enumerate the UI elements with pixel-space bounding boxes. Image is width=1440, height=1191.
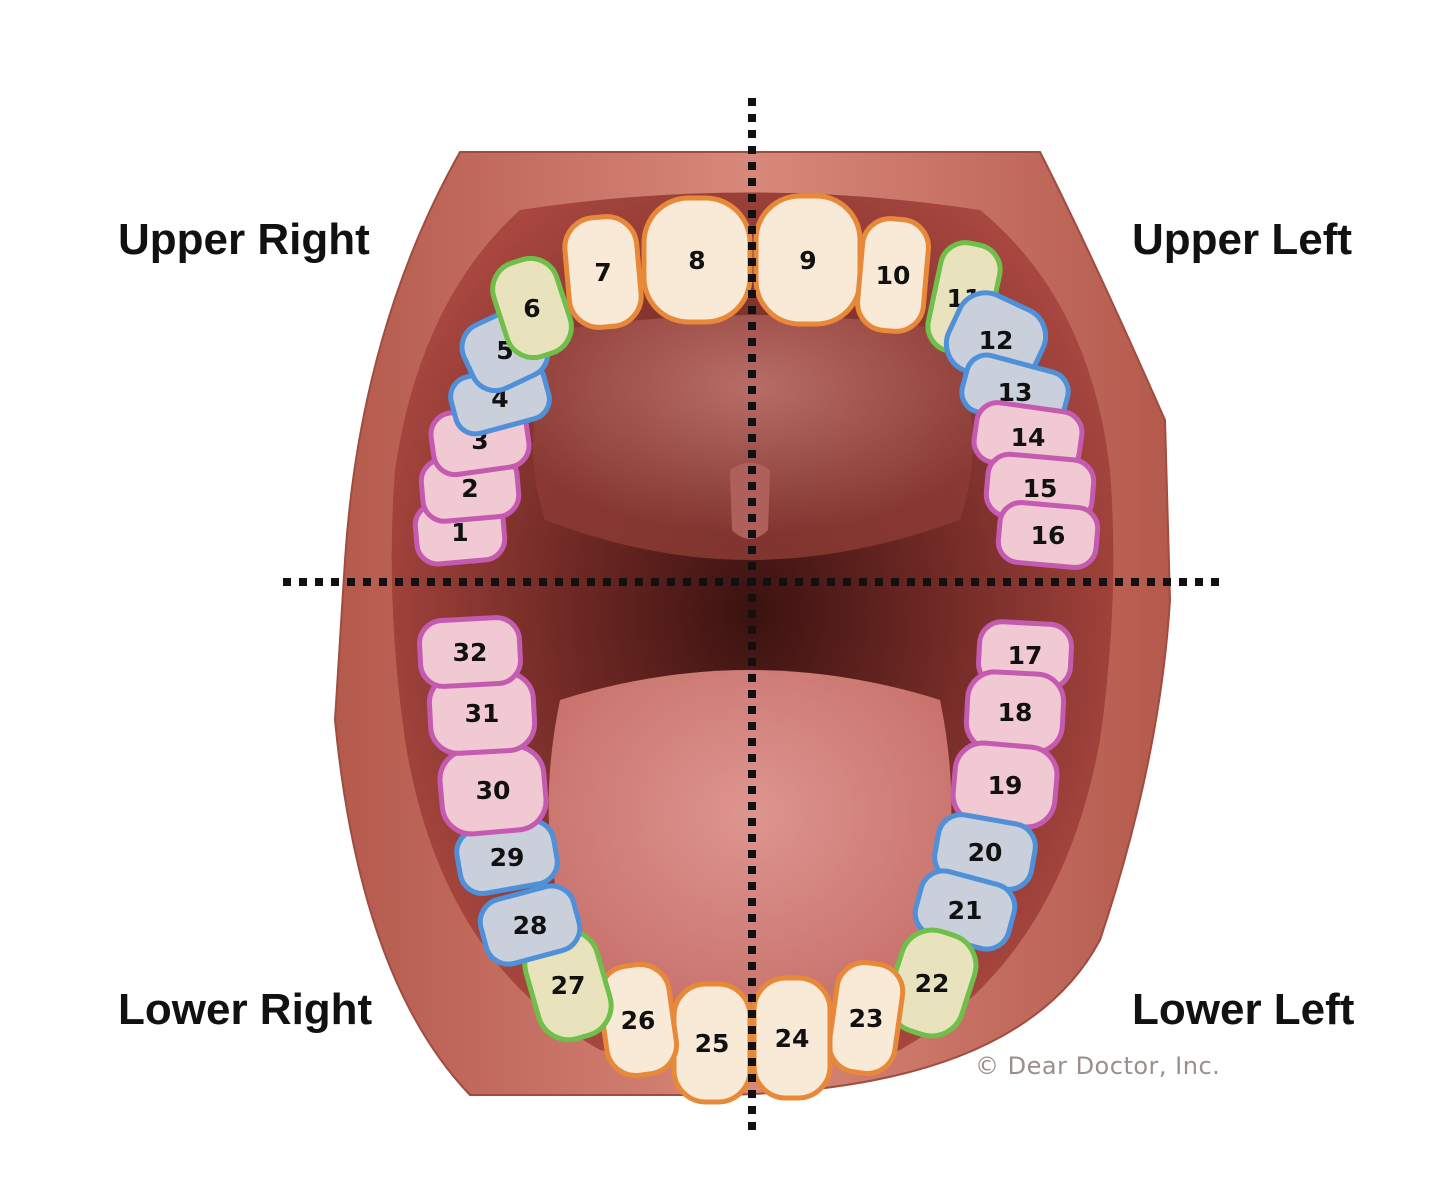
tooth-25-number: 25 <box>695 1029 730 1058</box>
tooth-23-number: 23 <box>849 1004 884 1033</box>
tooth-24: 24 <box>751 975 833 1101</box>
tooth-10-number: 10 <box>876 261 911 290</box>
tooth-20: 20 <box>932 812 1038 892</box>
tooth-7-number: 7 <box>594 258 611 287</box>
tooth-27-number: 27 <box>551 971 586 1000</box>
tooth-17-number: 17 <box>1008 641 1043 670</box>
tooth-18-number: 18 <box>998 698 1033 727</box>
tooth-20-number: 20 <box>968 838 1003 867</box>
tooth-28-number: 28 <box>513 911 548 940</box>
tooth-29-number: 29 <box>490 843 525 872</box>
quadrant-label-upper-right: Upper Right <box>118 215 370 264</box>
tooth-24-number: 24 <box>775 1024 810 1053</box>
tooth-6-shape <box>490 255 574 361</box>
tooth-16-number: 16 <box>1031 521 1066 550</box>
tooth-6-number: 6 <box>523 294 540 323</box>
tooth-16: 16 <box>995 500 1101 570</box>
tooth-1-number: 1 <box>451 518 468 547</box>
tooth-25: 25 <box>671 981 753 1105</box>
tooth-15-number: 15 <box>1023 474 1058 503</box>
tooth-8-number: 8 <box>688 246 705 275</box>
tooth-2-number: 2 <box>461 474 478 503</box>
tooth-9-number: 9 <box>799 246 816 275</box>
tooth-32-shape <box>417 615 523 689</box>
tooth-16-shape <box>995 500 1101 570</box>
tooth-21-number: 21 <box>948 896 983 925</box>
tooth-9: 9 <box>753 193 863 327</box>
tooth-31-number: 31 <box>465 699 500 728</box>
tooth-14-number: 14 <box>1011 423 1046 452</box>
tooth-26-number: 26 <box>621 1006 656 1035</box>
tooth-22: 22 <box>885 927 979 1039</box>
tooth-8: 8 <box>641 195 753 325</box>
copyright-notice: © Dear Doctor, Inc. <box>975 1052 1221 1080</box>
tooth-6: 6 <box>490 255 574 361</box>
quadrant-label-upper-left: Upper Left <box>1132 215 1352 264</box>
tooth-19-number: 19 <box>988 771 1023 800</box>
tooth-30: 30 <box>437 743 549 837</box>
tooth-12-number: 12 <box>979 326 1014 355</box>
tooth-32-number: 32 <box>453 638 488 667</box>
tooth-10: 10 <box>855 216 931 334</box>
quadrant-label-lower-right: Lower Right <box>118 985 373 1034</box>
tooth-7: 7 <box>562 214 644 330</box>
tooth-22-number: 22 <box>915 969 950 998</box>
tooth-23-shape <box>826 960 906 1076</box>
tooth-28: 28 <box>477 883 583 967</box>
tooth-26: 26 <box>596 961 680 1079</box>
tooth-32: 32 <box>417 615 523 689</box>
tooth-23: 23 <box>826 960 906 1076</box>
tooth-28-shape <box>477 883 583 967</box>
tooth-30-number: 30 <box>476 776 511 805</box>
tooth-7-shape <box>562 214 644 330</box>
tooth-24-shape <box>751 975 833 1101</box>
quadrant-label-lower-left: Lower Left <box>1132 985 1355 1034</box>
tooth-10-shape <box>855 216 931 334</box>
